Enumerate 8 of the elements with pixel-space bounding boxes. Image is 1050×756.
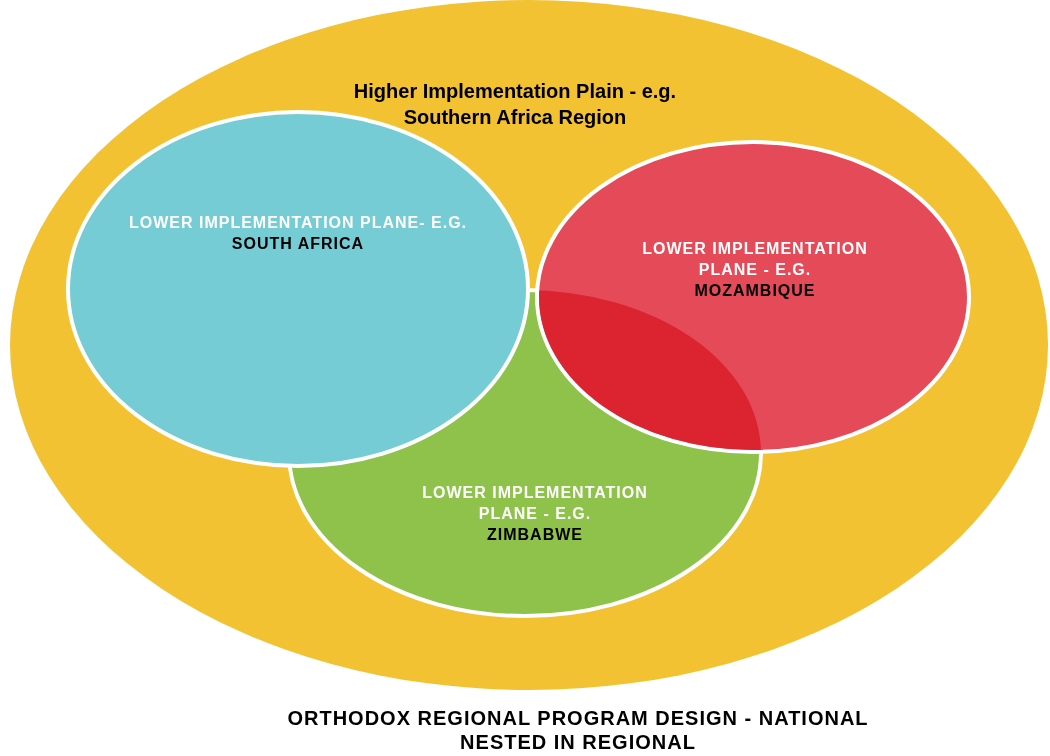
plane-label: LOWER IMPLEMENTATION PLANE- E.G. [128,214,468,231]
country-name: MOZAMBIQUE [693,281,817,301]
region-heading: Higher Implementation Plain - e.g. Southern Africa Region [352,79,678,130]
plane-label: LOWER IMPLEMENTATION PLANE - E.G. [422,484,648,522]
caption: ORTHODOX REGIONAL PROGRAM DESIGN - NATIONAL NESTED IN REGIONAL [286,706,870,754]
country-name: SOUTH AFRICA [231,235,365,252]
country-name: ZIMBABWE [486,525,584,545]
plane-label: LOWER IMPLEMENTATION PLANE - E.G. [642,240,868,278]
